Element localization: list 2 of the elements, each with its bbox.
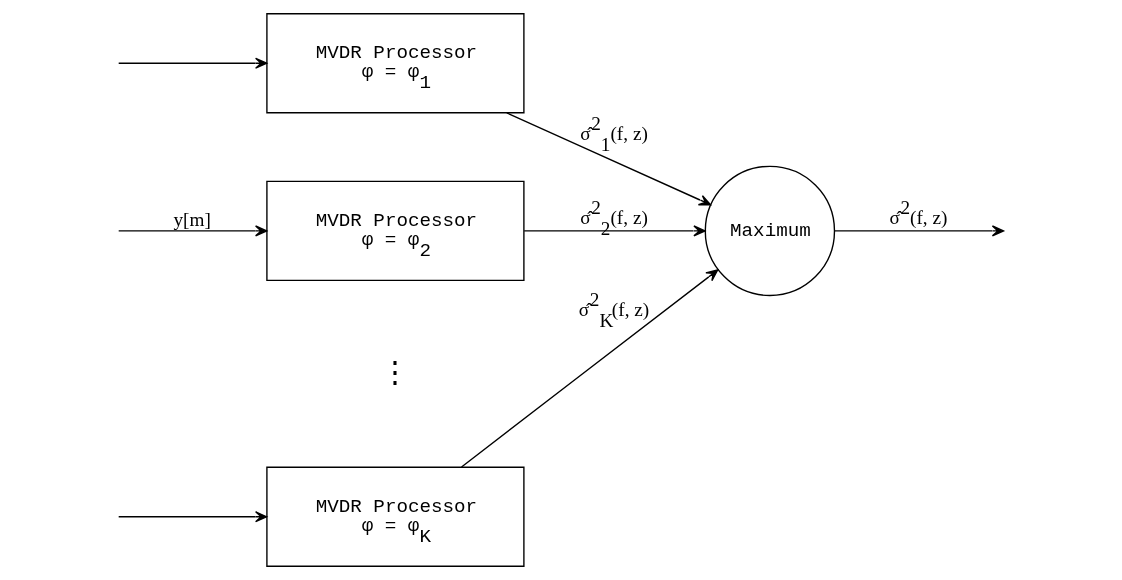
edge-label: y[m] bbox=[173, 208, 211, 230]
label: ⋮ bbox=[380, 356, 411, 391]
